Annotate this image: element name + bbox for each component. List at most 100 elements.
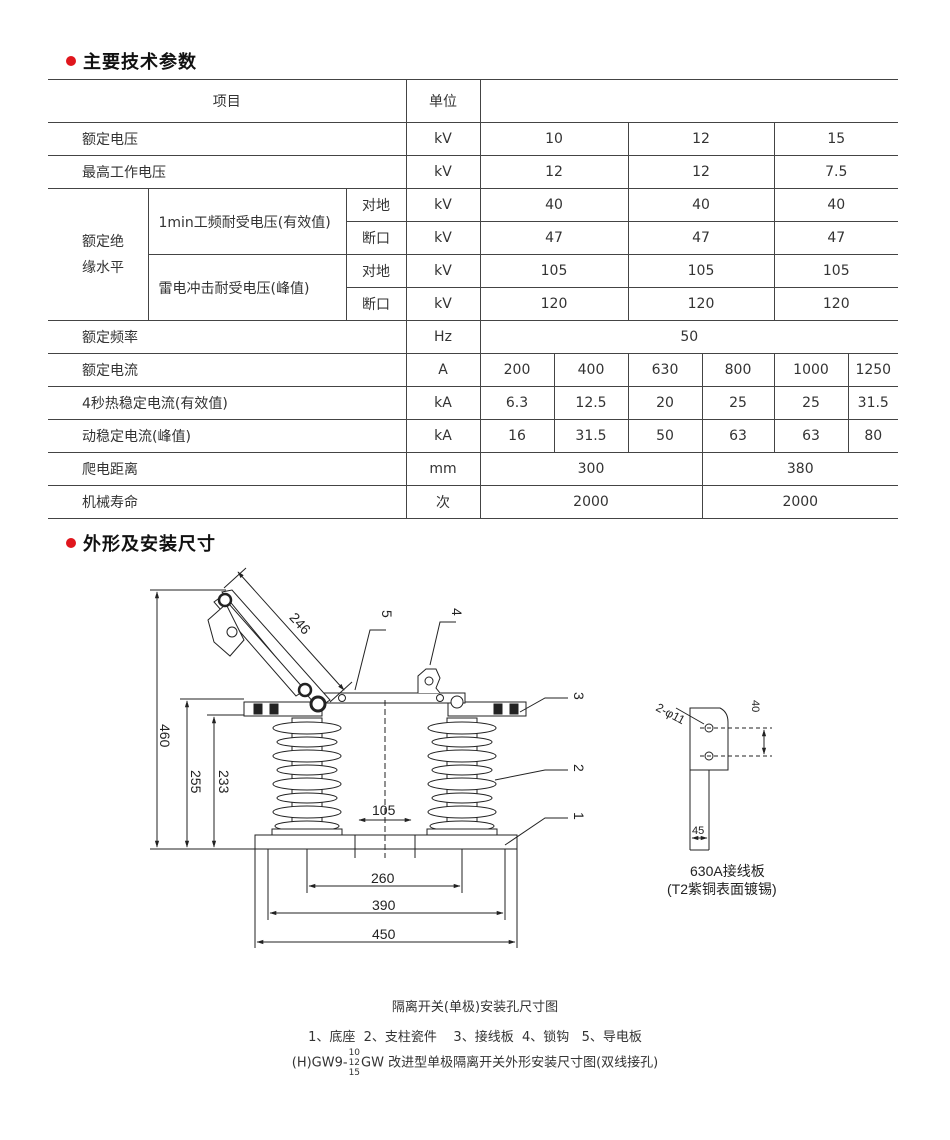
cell-value: 800 [701, 353, 775, 387]
cell-value: 12 [627, 122, 775, 156]
sub-label-ground: 对地 [345, 188, 407, 222]
table-row: 额定电压 kV 10 12 15 [48, 122, 899, 156]
section-title-text: 主要技术参数 [83, 52, 197, 73]
cell-value: 120 [479, 287, 629, 321]
row-label: 4秒热稳定电流(有效值) [48, 386, 407, 420]
cell-value: 20 [627, 386, 703, 420]
row-label: 爬电距离 [48, 452, 407, 486]
dim-45: 45 [692, 825, 704, 837]
section-title-text: 外形及安装尺寸 [83, 534, 216, 555]
connection-plate [675, 707, 772, 851]
sub-label-break: 断口 [346, 221, 407, 255]
row-unit: kV [405, 155, 481, 189]
cell-value: 31.5 [553, 419, 629, 453]
part-label-2: 2 [571, 764, 587, 772]
section-title-dimensions: 外形及安装尺寸 [66, 530, 216, 556]
row-unit: A [405, 353, 481, 387]
cell-value: 63 [701, 419, 775, 453]
dim-246: 246 [286, 609, 314, 637]
dim-260: 260 [371, 870, 395, 886]
cell-value: 105 [773, 254, 899, 288]
cell-value: 80 [847, 419, 899, 453]
cell-value: 2000 [479, 485, 703, 519]
dim-450: 450 [372, 926, 396, 942]
row-unit: 次 [405, 485, 481, 519]
row-label: 额定频率 [48, 320, 407, 354]
cell-value: 1250 [847, 353, 899, 387]
impulse-label: 雷电冲击耐受电压(峰值) [148, 254, 347, 321]
part-label-4: 4 [449, 608, 465, 616]
row-unit: kV [405, 188, 481, 222]
model-prefix: (H)GW9- [291, 1055, 348, 1071]
table-row: 额定频率 Hz 50 [48, 320, 899, 354]
sub-label-break: 断口 [346, 287, 407, 321]
part-label-1: 1 [571, 812, 587, 820]
dim-390: 390 [372, 897, 396, 913]
row-label: 动稳定电流(峰值) [48, 419, 407, 453]
base-plate [254, 834, 518, 850]
bullet-dot-icon [66, 56, 76, 66]
row-unit: kV [405, 287, 481, 321]
cell-value: 6.3 [479, 386, 555, 420]
dim-hole: 2-φ11 [654, 700, 688, 727]
table-row: 机械寿命 次 2000 2000 [48, 485, 899, 519]
cell-value: 120 [773, 287, 899, 321]
table-row: 动稳定电流(峰值) kA 16 31.5 50 63 63 80 [48, 419, 899, 453]
spec-table: 项目 单位 额定电压 kV 10 12 15 最高工作电压 kV 12 12 7… [48, 79, 899, 519]
cell-value: 25 [701, 386, 775, 420]
cell-value: 31.5 [847, 386, 899, 420]
dimension-drawing: 246 460 255 233 105 260 390 450 1 2 3 4 … [150, 567, 777, 948]
row-unit: kA [405, 419, 481, 453]
dim-40: 40 [749, 700, 761, 712]
sub-label-ground: 对地 [345, 254, 407, 288]
cell-value: 47 [773, 221, 899, 255]
cell-value: 63 [773, 419, 849, 453]
cell-value: 12 [479, 155, 629, 189]
cell-value: 1000 [773, 353, 849, 387]
cell-value: 380 [701, 452, 899, 486]
cell-value: 15 [773, 122, 899, 156]
row-unit: Hz [405, 320, 481, 354]
cell-value: 16 [479, 419, 555, 453]
insulation-label-line2: 缘水平 [82, 259, 124, 276]
drawing-caption-title: 隔离开关(单极)安装孔尺寸图 [391, 1000, 559, 1015]
plate-caption-line2: (T2紫铜表面镀锡) [667, 881, 777, 897]
frac-bottom: 15 [348, 1068, 361, 1078]
model-suffix: GW 改进型单极隔离开关外形安装尺寸图(双线接孔) [361, 1055, 659, 1071]
part-label-5: 5 [379, 610, 395, 618]
cell-value: 40 [627, 188, 775, 222]
cell-value: 25 [773, 386, 849, 420]
header-unit: 单位 [405, 79, 481, 123]
cell-value: 10 [479, 122, 629, 156]
cell-value: 12 [627, 155, 775, 189]
dim-255: 255 [188, 770, 204, 794]
cell-value: 50 [627, 419, 703, 453]
table-row: 雷电冲击耐受电压(峰值) 对地 kV 105 105 105 [48, 254, 899, 321]
row-unit: kV [405, 122, 481, 156]
insulation-group-label: 额定绝 缘水平 [48, 188, 149, 321]
cell-value: 105 [627, 254, 775, 288]
row-label: 额定电压 [48, 122, 407, 156]
dim-460: 460 [157, 724, 173, 748]
cell-value: 2000 [701, 485, 899, 519]
cell-value: 47 [627, 221, 775, 255]
drawing-caption-legend: 1、底座 2、支柱瓷件 3、接线板 4、锁钩 5、导电板 [308, 1030, 642, 1045]
dim-105: 105 [372, 802, 396, 818]
left-insulator [271, 717, 343, 836]
part-label-3: 3 [571, 692, 587, 700]
header-values [479, 79, 899, 123]
frac-top: 10 [348, 1048, 361, 1058]
power-freq-label: 1min工频耐受电压(有效值) [147, 188, 347, 255]
dim-233: 233 [216, 770, 232, 794]
cell-value: 47 [479, 221, 629, 255]
cell-value: 300 [479, 452, 703, 486]
table-row: 4秒热稳定电流(有效值) kA 6.3 12.5 20 25 25 31.5 [48, 386, 899, 420]
cell-value: 50 [479, 320, 899, 354]
cell-value: 7.5 [773, 155, 899, 189]
table-row: 最高工作电压 kV 12 12 7.5 [48, 155, 899, 189]
cell-value: 400 [553, 353, 629, 387]
cell-value: 120 [627, 287, 775, 321]
cell-value: 40 [479, 188, 629, 222]
